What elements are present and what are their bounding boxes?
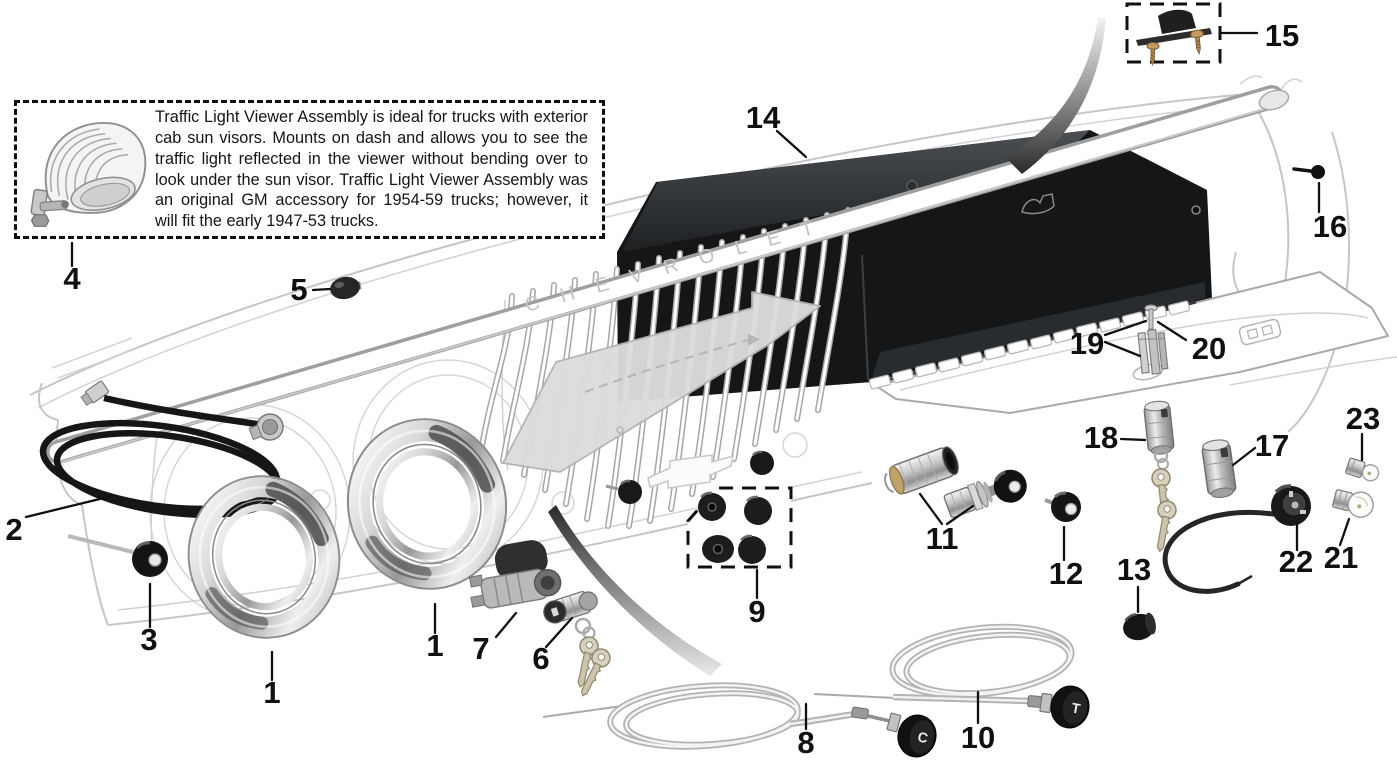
- part-labels: 4 5 14 15 16 2 3 1 1 7 6 9 8 10 11 12 13…: [5, 18, 1380, 760]
- part-label-14: 14: [746, 100, 781, 135]
- part-label-19: 19: [1070, 326, 1104, 361]
- cigarette-lighter: [884, 446, 1027, 518]
- part-label-17: 17: [1255, 428, 1289, 463]
- part-label-18: 18: [1084, 420, 1118, 455]
- choke-cable: C: [542, 682, 937, 758]
- part-label-2: 2: [5, 512, 22, 547]
- viewer-mount-bracket-box: [1125, 2, 1222, 66]
- small-bulb-socket: [1345, 457, 1380, 482]
- throttle-cable: T: [813, 623, 1090, 729]
- knob-set-box: [686, 486, 793, 569]
- part-label-11: 11: [926, 521, 959, 556]
- ignition-lock-cylinder-keys: [543, 590, 614, 701]
- choke-knob: C: [897, 714, 937, 758]
- part-label-9: 9: [748, 594, 765, 629]
- svg-text:T: T: [1070, 699, 1082, 716]
- gauge-bezel-ring-2: [331, 403, 523, 604]
- part-label-23: 23: [1346, 401, 1380, 436]
- callout-text: Traffic Light Viewer Assembly is ideal f…: [155, 108, 588, 231]
- sweep-arrow-to-cables: [548, 505, 722, 676]
- part-label-5: 5: [290, 272, 307, 307]
- plain-dash-knob: [1123, 612, 1156, 641]
- throttle-knob: T: [1050, 685, 1090, 729]
- small-dash-knob: [330, 276, 362, 300]
- glove-lock-cylinder-with-keys: [1142, 399, 1179, 554]
- glove-door-pin: [1144, 304, 1158, 330]
- part-label-4: 4: [63, 261, 81, 296]
- info-callout: Traffic Light Viewer Assembly is ideal f…: [14, 100, 605, 239]
- speaker-mount-plate: [502, 291, 821, 473]
- traffic-light-viewer-illustration: [17, 109, 155, 231]
- ignition-switch: [468, 540, 562, 609]
- dash-face-knobs: [605, 450, 774, 504]
- light-socket-pigtail: [1162, 484, 1311, 594]
- trim-fastener: [1292, 165, 1325, 179]
- part-label-8: 8: [797, 725, 814, 760]
- gauge-bezel-ring-1: [173, 461, 356, 653]
- dash-knob-white-dot: [1044, 491, 1081, 522]
- dash-pad-top: [622, 130, 1090, 252]
- light-bulb: [1332, 489, 1374, 518]
- part-label-10: 10: [961, 720, 995, 755]
- leader-lines: [24, 31, 1364, 731]
- part-label-3: 3: [140, 622, 157, 657]
- part-label-15: 15: [1265, 18, 1299, 53]
- part-label-6: 6: [532, 641, 549, 676]
- glove-door-clip: [1137, 328, 1169, 375]
- glove-lock-cylinder: [1200, 437, 1238, 500]
- choke-rod-knob: [67, 534, 168, 577]
- svg-text:C: C: [916, 728, 929, 746]
- part-label-16: 16: [1313, 209, 1347, 244]
- part-label-7: 7: [472, 631, 489, 666]
- part-label-12: 12: [1049, 556, 1083, 591]
- part-label-1b: 1: [426, 628, 443, 663]
- sweep-arrow-to-15: [1006, 18, 1106, 174]
- part-label-1a: 1: [263, 675, 280, 710]
- part-label-20: 20: [1192, 331, 1226, 366]
- part-label-13: 13: [1117, 552, 1151, 587]
- part-label-21: 21: [1324, 540, 1358, 575]
- dash-trim-molding: [46, 85, 1290, 464]
- part-label-22: 22: [1279, 544, 1313, 579]
- bowtie-emblem: [647, 454, 735, 489]
- glove-box-door: [868, 271, 1397, 414]
- glove-door-latch: [1238, 318, 1282, 346]
